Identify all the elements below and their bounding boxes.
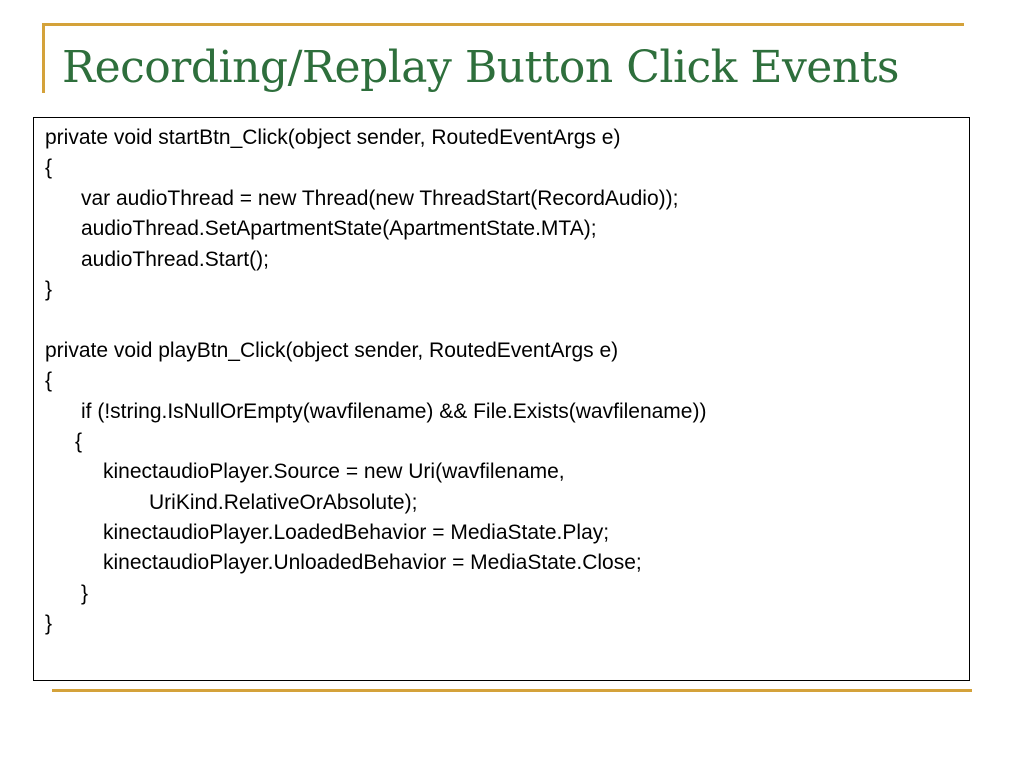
code-line: if (!string.IsNullOrEmpty(wavfilename) &…: [81, 399, 707, 423]
code-line: {: [75, 429, 83, 453]
code-line: }: [45, 277, 53, 301]
code-line: {: [45, 369, 53, 393]
code-line: }: [81, 581, 89, 605]
left-rule: [42, 23, 45, 93]
slide-title: Recording/Replay Button Click Events: [62, 42, 899, 93]
code-block: private void startBtn_Click(object sende…: [33, 117, 970, 681]
code-line: private void startBtn_Click(object sende…: [45, 126, 621, 149]
code-line: {: [45, 156, 53, 180]
top-rule: [42, 23, 964, 26]
code-line: kinectaudioPlayer.LoadedBehavior = Media…: [103, 521, 610, 545]
code-line: kinectaudioPlayer.Source = new Uri(wavfi…: [103, 460, 565, 484]
code-line: UriKind.RelativeOrAbsolute);: [149, 490, 418, 514]
code-line: }: [45, 612, 53, 636]
code-line: audioThread.SetApartmentState(ApartmentS…: [81, 217, 597, 241]
code-line-blank: [45, 305, 706, 335]
bottom-rule: [52, 689, 972, 692]
code-lines: private void startBtn_Click(object sende…: [45, 123, 706, 640]
code-line: audioThread.Start();: [81, 247, 269, 271]
code-line: kinectaudioPlayer.UnloadedBehavior = Med…: [103, 551, 642, 575]
code-line: private void playBtn_Click(object sender…: [45, 338, 619, 362]
code-line: var audioThread = new Thread(new ThreadS…: [81, 186, 679, 210]
